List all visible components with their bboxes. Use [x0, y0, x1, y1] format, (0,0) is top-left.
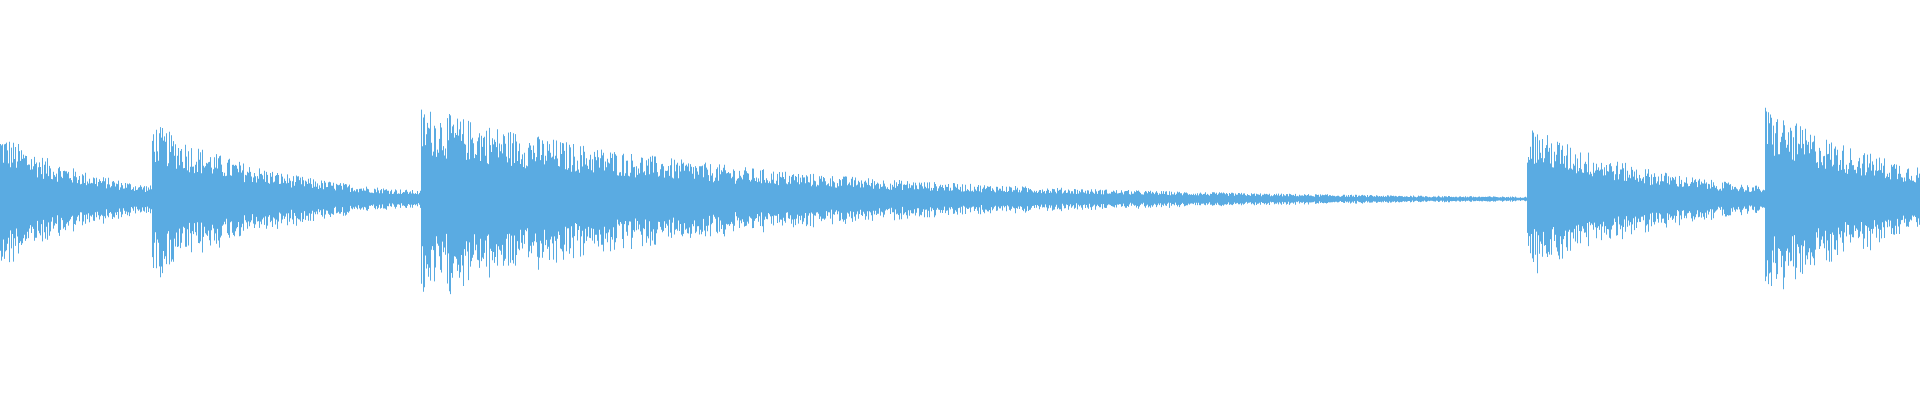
waveform-amplitude-path: [0, 107, 1920, 295]
waveform-bars: [0, 107, 1920, 295]
